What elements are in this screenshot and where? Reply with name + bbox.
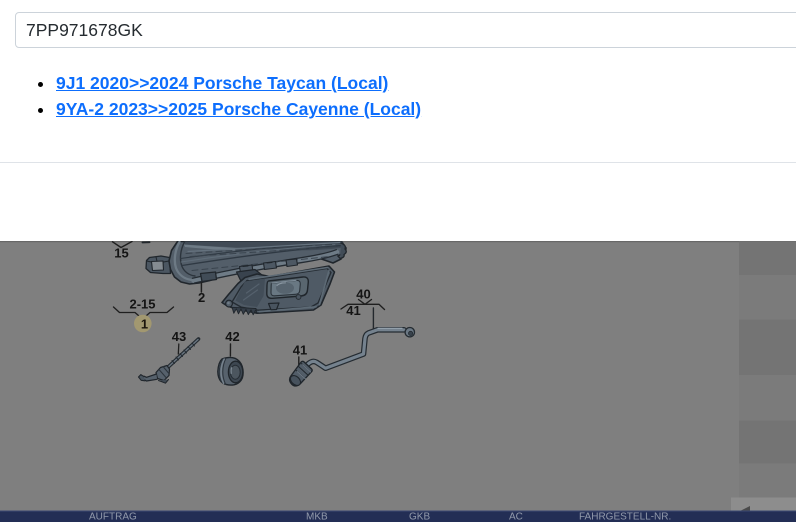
svg-text:40: 40 [356,287,370,302]
svg-text:AC: AC [509,512,523,522]
svg-text:1: 1 [141,317,148,332]
svg-text:41: 41 [346,303,360,318]
svg-text:FAHRGESTELL-NR.: FAHRGESTELL-NR. [579,512,671,522]
svg-text:43: 43 [172,329,186,344]
svg-text:GKB: GKB [409,512,430,522]
svg-text:AUFTRAG: AUFTRAG [89,512,137,522]
svg-text:15: 15 [114,246,128,261]
svg-text:2: 2 [198,290,205,305]
svg-text:42: 42 [225,329,239,344]
svg-text:41: 41 [293,343,307,358]
svg-text:2-15: 2-15 [129,297,155,312]
svg-text:MKB: MKB [306,512,328,522]
